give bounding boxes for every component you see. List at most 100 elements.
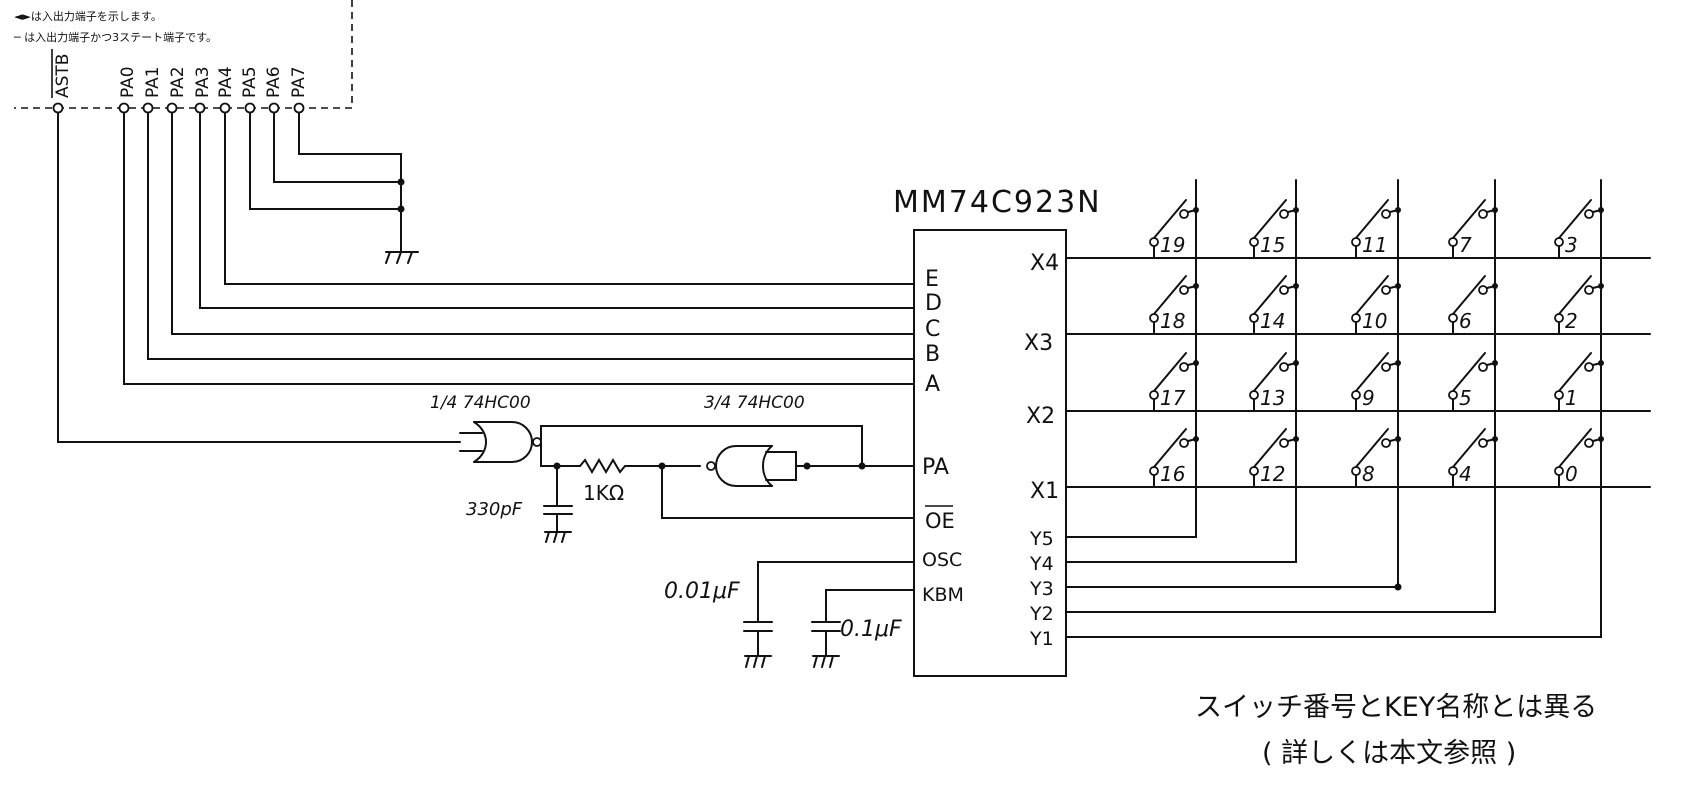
nand-gate-1-body	[473, 421, 533, 463]
note: スイッチ番号とKEY名称とは異る ( 詳しくは本文参照 )	[1195, 692, 1597, 769]
pin-osc-label: OSC	[922, 549, 962, 571]
chip-body	[913, 229, 1067, 677]
legend-bidirectional-text: ◄►は入出力端子を示します。	[14, 9, 162, 23]
key-switch: 6	[1448, 275, 1498, 335]
astb-wire	[57, 107, 461, 443]
pin-pa-label: PA	[922, 455, 949, 480]
pa4-to-e-wire	[224, 107, 915, 285]
cap-330pf-label: 330pF	[466, 499, 523, 520]
switch-number: 19	[1160, 233, 1185, 257]
switch-contact	[1584, 209, 1594, 219]
key-switch: 11	[1351, 199, 1401, 259]
pa1-to-b-wire	[147, 107, 915, 360]
switch-contact	[1584, 438, 1594, 448]
switch-number: 4	[1459, 462, 1472, 486]
key-switch: 2	[1554, 275, 1604, 335]
pa3-to-d-wire	[199, 107, 915, 309]
nand-gate-1-bubble	[532, 437, 542, 447]
switch-contact	[1554, 313, 1564, 323]
pin-x2-label: X2	[1026, 404, 1055, 429]
gate1-output-wire	[540, 441, 581, 467]
y3-column-line	[1065, 179, 1399, 588]
switch-number: 0	[1565, 462, 1578, 486]
junction-dot	[1193, 360, 1199, 366]
switch-contact	[1149, 390, 1159, 400]
switch-contact	[1179, 209, 1189, 219]
y5-column-line	[1065, 179, 1197, 538]
key-switch: 0	[1554, 428, 1604, 488]
switch-contact	[1584, 285, 1594, 295]
port-pin-labels: ASTB PA0 PA1 PA2 PA3 PA4 PA5 PA6 PA7	[51, 49, 309, 98]
key-switch: 14	[1249, 275, 1299, 335]
switch-contact	[1279, 209, 1289, 219]
kbm-cap-label: 0.1μF	[840, 617, 902, 642]
junction-dot	[858, 462, 866, 470]
junction-dot	[1394, 583, 1402, 591]
junction-dot	[1395, 436, 1401, 442]
switch-number: 14	[1260, 309, 1285, 333]
switch-lever	[1452, 428, 1486, 468]
pa5-label: PA5	[240, 66, 260, 98]
pin-x1-label: X1	[1030, 479, 1059, 504]
pa1-label: PA1	[143, 66, 163, 98]
pa1-pin	[142, 102, 154, 114]
keyboard-encoder-chip: MM74C923N E D C B A PA OE OSC KBM X4 X3 …	[893, 185, 1102, 677]
switch-number: 18	[1160, 309, 1185, 333]
switch-matrix	[1065, 179, 1651, 638]
resistor: 1KΩ	[579, 458, 701, 505]
switch-contact	[1478, 209, 1488, 219]
switch-number: 3	[1565, 233, 1578, 257]
key-switch: 9	[1351, 352, 1401, 412]
switch-number: 6	[1459, 309, 1472, 333]
junction-dot	[1395, 207, 1401, 213]
key-switch: 15	[1249, 199, 1299, 259]
pin-b-label: B	[925, 342, 940, 367]
switch-lever	[1253, 428, 1287, 468]
switch-contact	[1179, 362, 1189, 372]
astb-label: ASTB	[53, 54, 73, 98]
key-switch: 4	[1448, 428, 1498, 488]
pin-x4-label: X4	[1030, 251, 1059, 276]
pa4-pin	[219, 102, 231, 114]
key-switch: 1	[1554, 352, 1604, 412]
pa6-wire	[273, 107, 402, 183]
switch-lever	[1153, 199, 1187, 239]
note-line2: ( 詳しくは本文参照 )	[1262, 738, 1516, 769]
switch-contact	[1554, 390, 1564, 400]
junction-dot	[1193, 283, 1199, 289]
switch-contact	[1351, 313, 1361, 323]
switch-lever	[1452, 199, 1486, 239]
switch-lever	[1558, 428, 1592, 468]
switch-lever	[1253, 275, 1287, 315]
switch-contact	[1381, 285, 1391, 295]
astb-pin	[52, 102, 64, 114]
pin-a-label: A	[925, 372, 940, 397]
pin-y1-label: Y1	[1029, 628, 1054, 650]
switch-contact	[1179, 285, 1189, 295]
pin-e-label: E	[925, 267, 939, 292]
gate2-label: 3/4 74HC00	[704, 393, 805, 413]
nand-gate-2-input	[762, 445, 773, 487]
switch-number: 1	[1565, 386, 1578, 410]
junction-dot	[1193, 436, 1199, 442]
nand-gate-2-bubble	[706, 461, 716, 471]
switch-contact	[1448, 313, 1458, 323]
pa5-wire	[249, 107, 402, 210]
note-line1: スイッチ番号とKEY名称とは異る	[1195, 692, 1597, 723]
switch-contact	[1381, 438, 1391, 448]
switch-lever	[1558, 199, 1592, 239]
pa2-pin	[166, 102, 178, 114]
pa2-label: PA2	[168, 66, 188, 98]
switch-contact	[1149, 313, 1159, 323]
gate1-label: 1/4 74HC00	[430, 393, 531, 413]
pa7-wire	[298, 107, 402, 253]
key-switch: 5	[1448, 352, 1498, 412]
port-boundary	[14, 0, 353, 109]
junction-dot	[1492, 436, 1498, 442]
chip-name: MM74C923N	[893, 185, 1102, 220]
ground-symbol	[385, 251, 419, 264]
switch-lever	[1153, 352, 1187, 392]
junction-dot	[397, 205, 405, 213]
